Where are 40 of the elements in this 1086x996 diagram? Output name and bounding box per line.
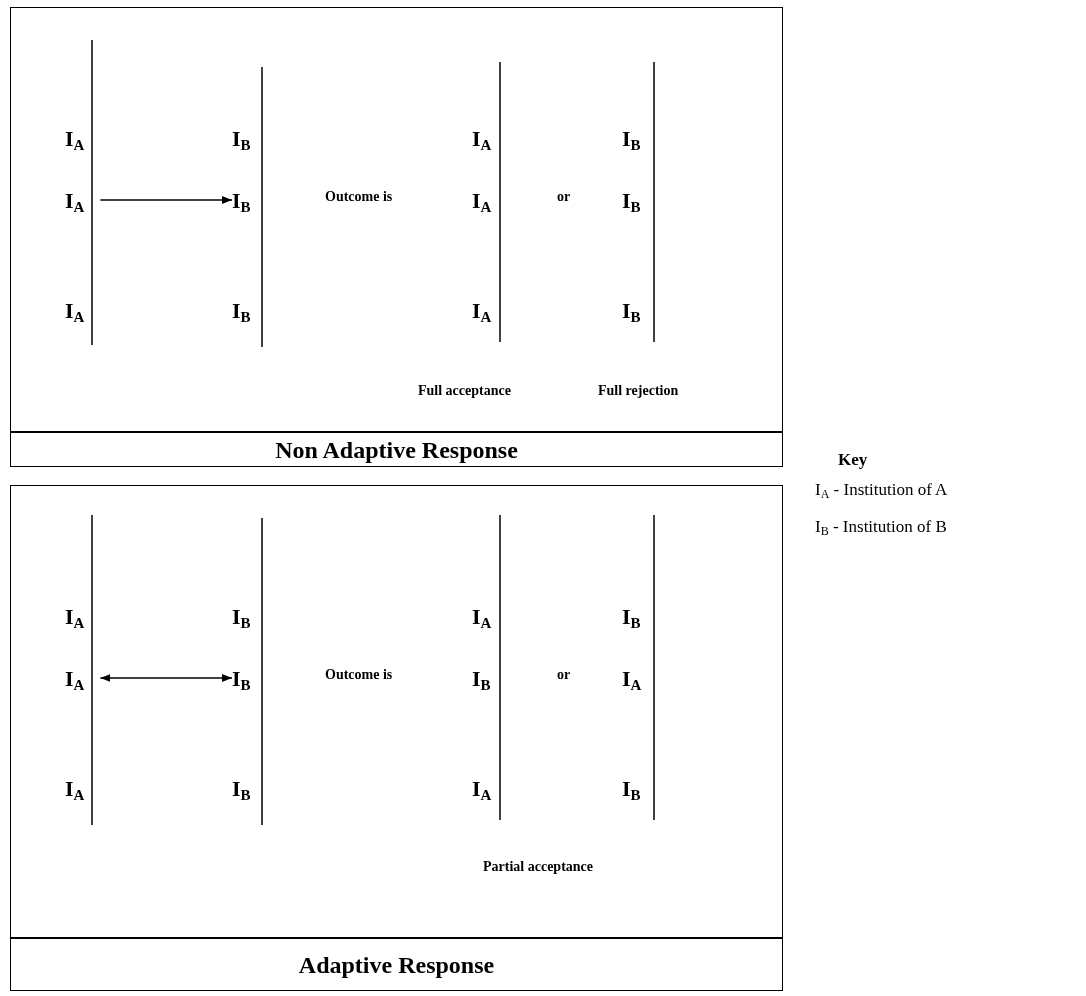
symbol-label: I$_{A}$ (472, 124, 492, 155)
text-label: Full rejection (598, 381, 679, 400)
symbol-label: I$_{B}$ (622, 296, 641, 327)
panel-title: Adaptive Response (298, 950, 495, 980)
symbol-label: I$_{A}$ (65, 661, 85, 695)
response-panel (10, 485, 783, 991)
symbol-label: I$_{B}$ (622, 124, 641, 155)
key-entry: I$_{B}$ - Institution of B (815, 516, 947, 540)
symbol-label: I$_{B}$ (232, 774, 251, 805)
symbol-label: I$_{B}$ (622, 186, 641, 217)
text-label: Outcome is (325, 187, 393, 206)
symbol-label: I$_{A}$ (65, 296, 85, 327)
key-heading: Key (838, 449, 868, 472)
arrow (99, 196, 233, 204)
text-label: Outcome is (325, 665, 393, 684)
text-label: or (557, 665, 571, 684)
symbol-label: I$_{A}$ (65, 602, 85, 633)
symbol-label: I$_{A}$ (472, 296, 492, 327)
symbol-label: I$_{B}$ (472, 664, 491, 695)
text-label: Partial acceptance (483, 857, 593, 876)
symbol-label: I$_{A}$ (472, 774, 492, 805)
text-label: Full acceptance (418, 381, 511, 400)
symbol-label: I$_{B}$ (622, 774, 641, 805)
symbol-label: I$_{A}$ (65, 124, 85, 155)
symbol-label: I$_{A}$ (65, 774, 85, 805)
symbol-label: I$_{B}$ (232, 602, 251, 633)
symbol-label: I$_{A}$ (472, 602, 492, 633)
symbol-label: I$_{B}$ (232, 661, 251, 695)
symbol-label: I$_{B}$ (232, 183, 251, 217)
panel-title: Non Adaptive Response (275, 435, 518, 465)
symbol-label: I$_{B}$ (232, 296, 251, 327)
text-label: or (557, 187, 571, 206)
symbol-label: I$_{A}$ (65, 183, 85, 217)
symbol-label: I$_{B}$ (232, 124, 251, 155)
response-panel (10, 7, 783, 467)
symbol-label: I$_{A}$ (622, 664, 642, 695)
symbol-label: I$_{A}$ (472, 186, 492, 217)
arrow (99, 674, 233, 682)
symbol-label: I$_{B}$ (622, 602, 641, 633)
key-entry: I$_{A}$ - Institution of A (815, 479, 948, 503)
